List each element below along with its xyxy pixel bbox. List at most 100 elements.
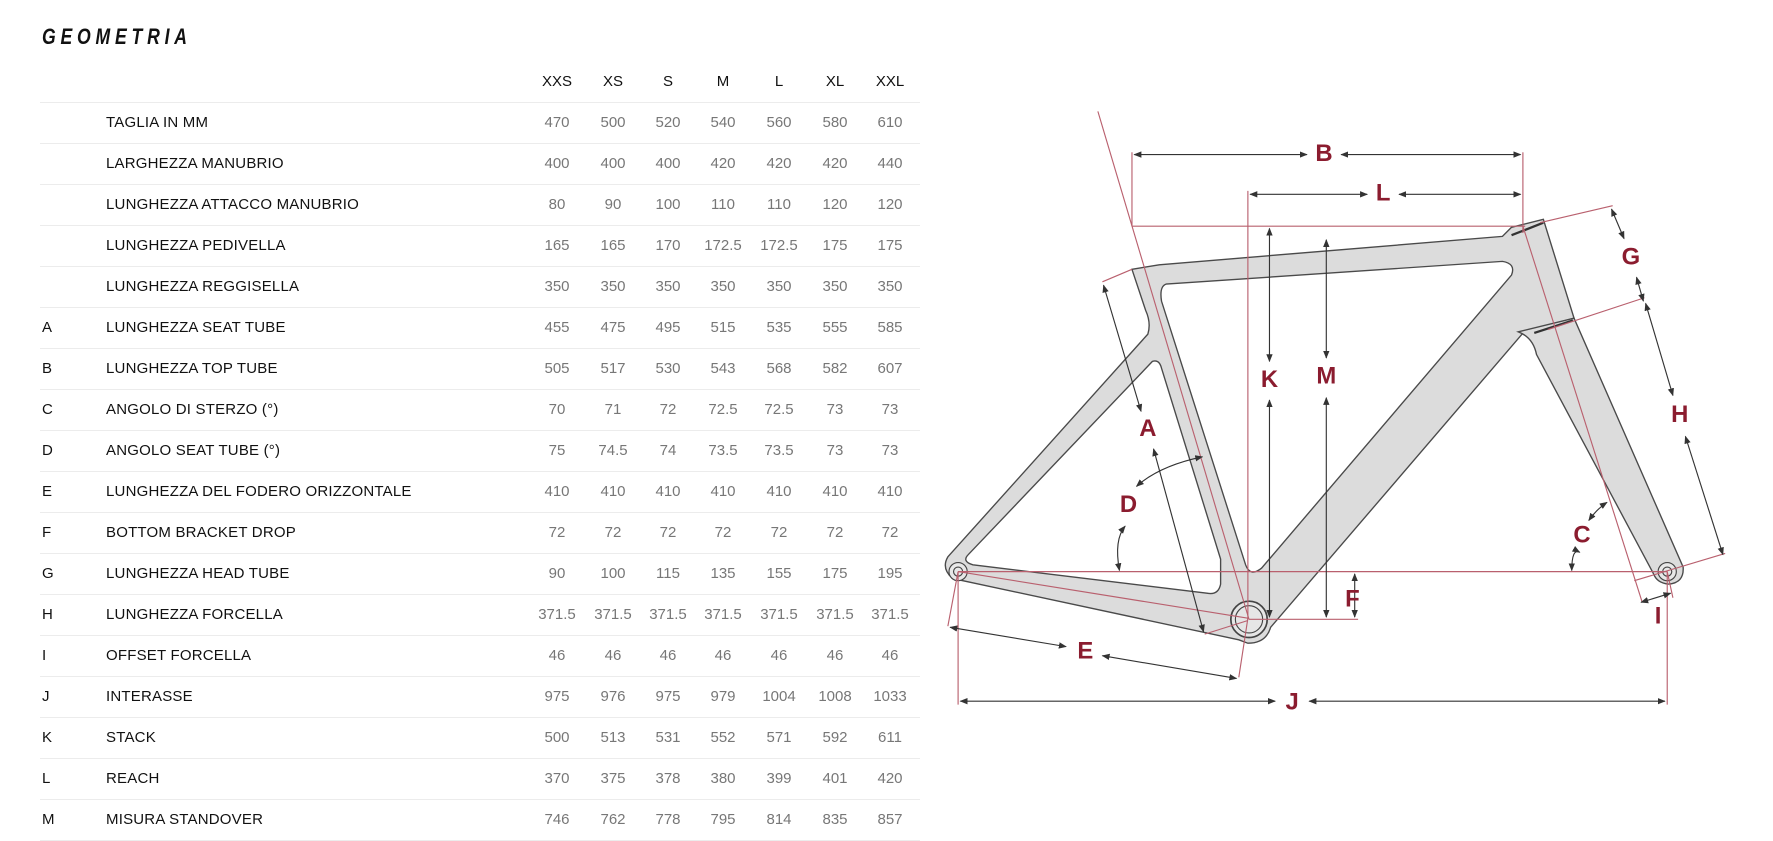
size-header: L: [774, 73, 784, 90]
dimension-value: 1033: [873, 688, 907, 705]
page-title: GEOMETRIA: [42, 24, 192, 49]
dimension-value: 746: [544, 811, 570, 828]
h-arrow-top: [1644, 302, 1674, 397]
dimension-value: 350: [544, 278, 570, 295]
a-arrow-top: [1102, 284, 1143, 413]
dimension-label: LUNGHEZZA REGGISELLA: [106, 278, 300, 295]
dimension-letter: L: [42, 770, 51, 787]
dimension-value: 72.5: [764, 401, 794, 418]
i-ref: [1666, 571, 1674, 598]
front-dropout: [1657, 561, 1677, 582]
dimension-letter: D: [42, 442, 53, 459]
dimension-value: 795: [710, 811, 736, 828]
dimension-value: 420: [822, 155, 848, 172]
dimension-value: 73: [826, 401, 844, 418]
dimension-value: 165: [600, 237, 626, 254]
dimension-label: STACK: [106, 729, 156, 746]
dimension-letter: C: [42, 401, 53, 418]
dimension-value: 165: [544, 237, 570, 254]
e-arrow-left: [949, 625, 1067, 649]
dimension-value: 410: [766, 483, 792, 500]
label-e: E: [1077, 638, 1093, 665]
dimension-value: 378: [655, 770, 681, 787]
dimension-value: 371.5: [594, 606, 632, 623]
dimension-value: 470: [544, 114, 570, 131]
dimension-value: 350: [822, 278, 848, 295]
e-arrow-right: [1101, 653, 1238, 681]
dimension-value: 73: [881, 401, 899, 418]
label-d: D: [1120, 491, 1137, 518]
dimension-value: 540: [710, 114, 736, 131]
dimension-value: 979: [710, 688, 736, 705]
dimension-value: 73: [881, 442, 899, 459]
dimension-value: 1008: [818, 688, 852, 705]
dimension-value: 399: [766, 770, 792, 787]
dimension-value: 72: [548, 524, 566, 541]
dimension-value: 110: [767, 196, 791, 213]
dimension-value: 100: [600, 565, 626, 582]
h-arrow-bottom: [1684, 435, 1724, 556]
dimension-value: 90: [548, 565, 566, 582]
dimension-value: 155: [766, 565, 792, 582]
dimension-value: 513: [600, 729, 626, 746]
label-f: F: [1345, 585, 1360, 612]
dimension-value: 440: [877, 155, 903, 172]
dimension-value: 410: [710, 483, 736, 500]
bottom-bracket-inner: [1234, 605, 1264, 634]
dimension-value: 455: [544, 319, 570, 336]
reference-lines: [947, 111, 1726, 705]
dimension-value: 72: [881, 524, 899, 541]
dimension-value: 46: [881, 647, 899, 664]
dimension-value: 835: [822, 811, 848, 828]
dimension-value: 517: [600, 360, 626, 377]
dimension-letter: M: [42, 811, 55, 828]
dimension-value: 814: [766, 811, 792, 828]
seat-tube-axis: [1097, 111, 1250, 620]
size-header: XS: [602, 73, 623, 90]
dimension-value: 195: [877, 565, 903, 582]
dimension-value: 410: [544, 483, 570, 500]
dimension-value: 371.5: [816, 606, 854, 623]
dimension-value: 371.5: [871, 606, 909, 623]
e-ref-right: [1238, 618, 1249, 678]
dimension-value: 607: [877, 360, 903, 377]
dimension-label: LARGHEZZA MANUBRIO: [106, 155, 284, 172]
dimension-label: LUNGHEZZA DEL FODERO ORIZZONTALE: [106, 483, 412, 500]
rear-axle: [952, 566, 964, 577]
dimension-value: 371.5: [760, 606, 798, 623]
dimension-value: 70: [548, 401, 566, 418]
dimension-letter: A: [42, 319, 53, 336]
a-ref-top: [1102, 268, 1133, 283]
dimension-letter: K: [42, 729, 53, 746]
dimension-value: 535: [766, 319, 792, 336]
dimension-value: 611: [878, 729, 902, 746]
dimension-value: 400: [600, 155, 626, 172]
size-header: XXL: [875, 73, 905, 90]
dimension-value: 410: [600, 483, 626, 500]
label-l: L: [1376, 180, 1391, 207]
dimension-value: 592: [822, 729, 848, 746]
a-arrow-bottom: [1152, 448, 1205, 633]
dimension-value: 380: [710, 770, 736, 787]
dimension-letter: B: [42, 360, 53, 377]
dimension-label: LUNGHEZZA SEAT TUBE: [106, 319, 286, 336]
dimension-label: ANGOLO DI STERZO (°): [106, 401, 279, 418]
dimension-value: 115: [656, 565, 680, 582]
dimension-value: 120: [877, 196, 903, 213]
dimension-value: 170: [655, 237, 681, 254]
dimension-value: 46: [826, 647, 844, 664]
dimension-letter: J: [42, 688, 50, 705]
d-arc-lower: [1115, 525, 1126, 572]
dimension-value: 515: [710, 319, 736, 336]
dimension-value: 90: [604, 196, 622, 213]
